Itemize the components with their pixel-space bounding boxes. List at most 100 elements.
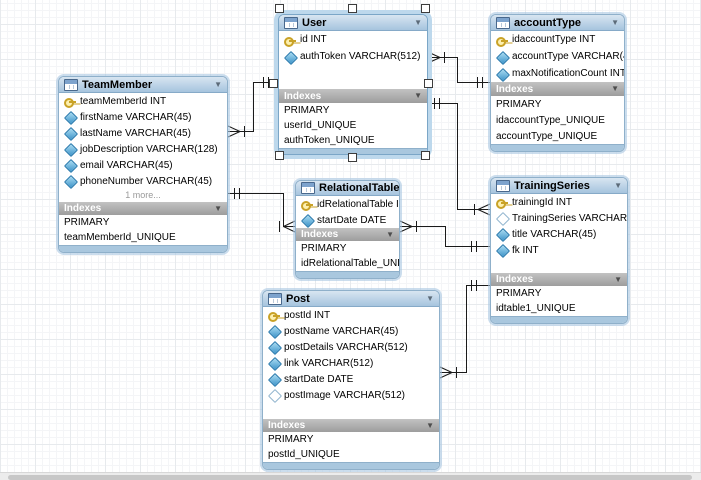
index-row[interactable]: idaccountType_UNIQUE (496, 114, 605, 126)
table-teammember-header[interactable]: TeamMember ▼ (59, 77, 227, 93)
table-post-header[interactable]: Post ▼ (263, 291, 439, 307)
indexes-bar[interactable]: Indexes ▼ (279, 89, 427, 103)
column-row[interactable]: postName VARCHAR(45) (263, 323, 439, 339)
table-title: TrainingSeries (514, 179, 590, 192)
column-row[interactable]: firstName VARCHAR(45) (59, 109, 227, 125)
indexes-bar[interactable]: Indexes ▼ (491, 273, 627, 286)
column-row[interactable]: id INT (279, 31, 427, 48)
table-trainingseries-header[interactable]: TrainingSeries ▼ (491, 178, 627, 194)
table-post[interactable]: Post ▼ postId INT postName VARCHAR(45) p… (262, 290, 440, 470)
column-row[interactable]: fk INT (491, 242, 627, 258)
table-footer-strip (491, 144, 624, 151)
column-row[interactable]: trainingId INT (491, 194, 627, 210)
chevron-down-icon[interactable]: ▼ (611, 84, 619, 93)
index-row[interactable]: teamMemberId_UNIQUE (64, 232, 176, 243)
column-row[interactable]: lastName VARCHAR(45) (59, 125, 227, 141)
selection-handle[interactable] (421, 151, 430, 160)
table-user-header[interactable]: User ▼ (279, 15, 427, 31)
indexes-bar[interactable]: Indexes ▼ (59, 202, 227, 215)
index-row[interactable]: idRelationalTable_UNIQUE (301, 258, 400, 269)
column-row[interactable]: email VARCHAR(45) (59, 157, 227, 173)
selection-handle[interactable] (424, 79, 433, 88)
table-relationaltable[interactable]: RelationalTable ▼ idRelationalTable INT … (295, 180, 400, 279)
table-accounttype-header[interactable]: accountType ▼ (491, 15, 624, 31)
table-icon (496, 179, 510, 192)
table-title: User (302, 16, 327, 29)
column-row[interactable]: idaccountType INT (491, 31, 624, 48)
indexes-bar[interactable]: Indexes ▼ (296, 228, 399, 241)
table-icon (268, 292, 282, 305)
selection-handle[interactable] (348, 4, 357, 13)
indexes-bar[interactable]: Indexes ▼ (263, 419, 439, 432)
table-accounttype[interactable]: accountType ▼ idaccountType INT accountT… (490, 14, 625, 152)
column-icon (496, 228, 508, 240)
column-icon (64, 127, 76, 139)
column-icon (64, 143, 76, 155)
index-row[interactable]: postId_UNIQUE (268, 449, 340, 460)
chevron-down-icon[interactable]: ▼ (414, 91, 422, 100)
index-row[interactable]: accountType_UNIQUE (496, 130, 598, 142)
table-user[interactable]: User ▼ id INT authToken VARCHAR(512) Ind… (278, 14, 428, 155)
chevron-down-icon[interactable]: ▼ (614, 274, 622, 284)
table-teammember[interactable]: TeamMember ▼ teamMemberId INT firstName … (58, 76, 228, 253)
column-row[interactable]: idRelationalTable INT (296, 196, 399, 212)
chevron-down-icon[interactable]: ▼ (214, 203, 222, 213)
column-nullable-icon (496, 212, 508, 224)
selection-handle[interactable] (275, 151, 284, 160)
column-icon (268, 341, 280, 353)
column-row[interactable]: TrainingSeries VARCHAR(45) (491, 210, 627, 226)
column-nullable-icon (268, 389, 280, 401)
selection-handle[interactable] (421, 4, 430, 13)
column-icon (496, 68, 508, 80)
chevron-down-icon[interactable]: ▼ (414, 17, 422, 27)
index-row[interactable]: PRIMARY (496, 98, 542, 110)
table-relationaltable-header[interactable]: RelationalTable ▼ (296, 181, 399, 196)
column-icon (284, 51, 296, 63)
table-title: Post (286, 292, 310, 305)
index-row[interactable]: userId_UNIQUE (284, 120, 357, 131)
column-icon (496, 51, 508, 63)
index-row[interactable]: authToken_UNIQUE (284, 135, 375, 146)
column-row[interactable]: accountType VARCHAR(45) (491, 48, 624, 65)
index-row[interactable]: PRIMARY (284, 105, 330, 116)
column-row[interactable]: startDate DATE (263, 371, 439, 387)
relationship-post-trainingseries (439, 280, 490, 379)
table-title: TeamMember (82, 78, 153, 91)
column-row[interactable]: link VARCHAR(512) (263, 355, 439, 371)
column-icon (496, 244, 508, 256)
selection-handle[interactable] (348, 153, 357, 162)
column-row[interactable]: postId INT (263, 307, 439, 323)
chevron-down-icon[interactable]: ▼ (614, 180, 622, 190)
chevron-down-icon[interactable]: ▼ (611, 17, 619, 27)
column-row[interactable]: title VARCHAR(45) (491, 226, 627, 242)
column-icon (268, 357, 280, 369)
index-row[interactable]: PRIMARY (301, 243, 347, 254)
horizontal-scrollbar[interactable] (0, 472, 701, 480)
relationship-user-accounttype (427, 51, 490, 88)
selection-handle[interactable] (269, 79, 278, 88)
index-row[interactable]: PRIMARY (268, 434, 314, 445)
column-row[interactable]: authToken VARCHAR(512) (279, 48, 427, 65)
column-row[interactable]: startDate DATE (296, 212, 399, 228)
key-icon (301, 198, 313, 211)
chevron-down-icon[interactable]: ▼ (426, 420, 434, 430)
column-row[interactable]: maxNotificationCount INT (491, 65, 624, 82)
chevron-down-icon[interactable]: ▼ (386, 229, 394, 239)
chevron-down-icon[interactable]: ▼ (214, 79, 222, 89)
column-row[interactable]: teamMemberId INT (59, 93, 227, 109)
selection-handle[interactable] (275, 4, 284, 13)
indexes-bar[interactable]: Indexes ▼ (491, 82, 624, 96)
horizontal-scrollbar-thumb[interactable] (8, 474, 692, 480)
index-row[interactable]: PRIMARY (496, 288, 542, 299)
table-trainingseries[interactable]: TrainingSeries ▼ trainingId INT Training… (490, 177, 628, 324)
column-row[interactable]: postDetails VARCHAR(512) (263, 339, 439, 355)
column-row[interactable]: postImage VARCHAR(512) (263, 387, 439, 403)
relationship-teammember-relationaltable (228, 188, 296, 233)
index-row[interactable]: idtable1_UNIQUE (496, 303, 576, 314)
column-row[interactable]: phoneNumber VARCHAR(45) (59, 173, 227, 189)
more-columns-label[interactable]: 1 more... (125, 190, 161, 200)
chevron-down-icon[interactable]: ▼ (426, 293, 434, 303)
index-row[interactable]: PRIMARY (64, 217, 110, 228)
column-row[interactable]: jobDescription VARCHAR(128) (59, 141, 227, 157)
